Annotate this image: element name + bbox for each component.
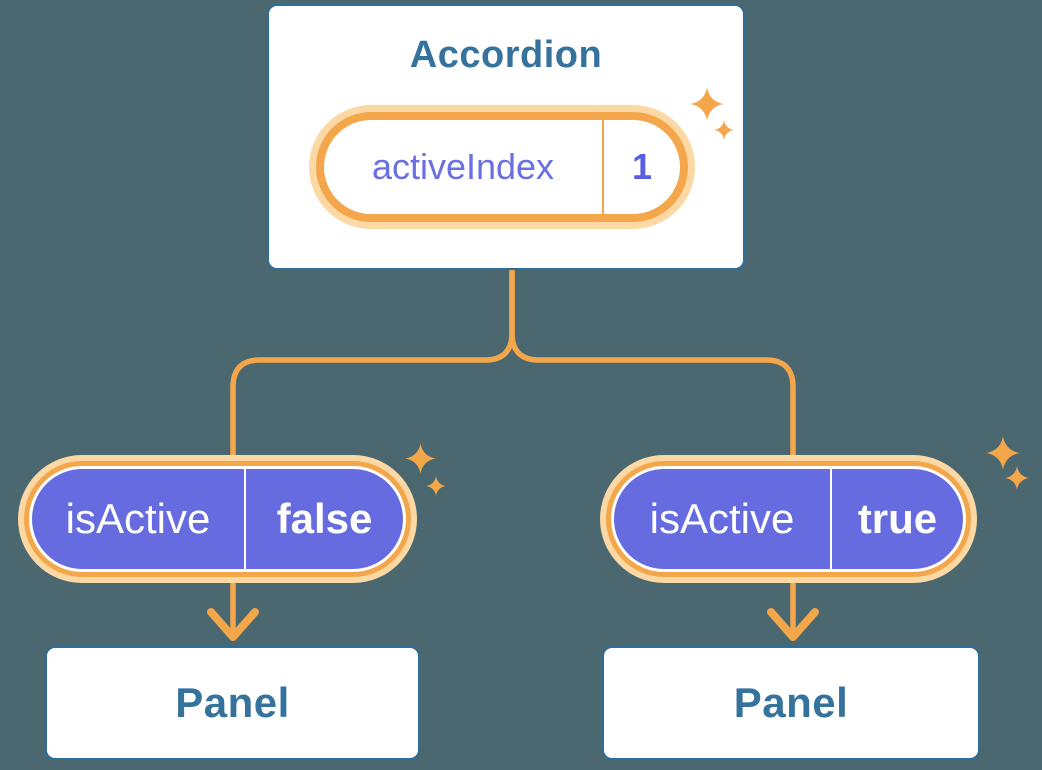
panel-title: Panel <box>733 679 849 726</box>
state-pill-label: activeIndex <box>371 146 555 187</box>
accordion-title: Accordion <box>409 34 603 76</box>
state-pill-divider <box>602 120 604 214</box>
prop-pill-body: isActive false <box>29 466 406 572</box>
panel-component-card-left: Panel <box>45 646 420 760</box>
state-pill-value: 1 <box>631 146 653 187</box>
state-pill-body: activeIndex 1 <box>316 112 688 222</box>
accordion-component-card: Accordion activeIndex 1 <box>267 4 745 270</box>
sparkle-icon <box>714 120 734 140</box>
panel-title: Panel <box>175 679 290 726</box>
prop-pill-label: isActive <box>649 495 795 542</box>
prop-pill-isactive-left: isActive false <box>18 455 417 583</box>
panel-component-card-right: Panel <box>602 646 980 760</box>
branch-line-right <box>509 266 796 632</box>
prop-pill-label: isActive <box>65 495 211 542</box>
prop-pill-ring: isActive false <box>24 461 411 577</box>
prop-pill-ring: isActive true <box>606 461 971 577</box>
arrowhead-icon-right <box>767 608 819 641</box>
arrowhead-icon-left <box>207 608 259 641</box>
sparkle-icon <box>426 476 446 496</box>
sparkle-icon <box>405 443 436 474</box>
sparkle-icon <box>986 436 1020 470</box>
prop-pill-divider <box>830 469 832 569</box>
sparkle-icon <box>1005 466 1029 490</box>
prop-pill-body: isActive true <box>611 466 966 572</box>
sparkle-icon <box>690 87 724 121</box>
prop-pill-divider <box>244 469 246 569</box>
prop-pill-value: false <box>276 495 373 542</box>
prop-pill-value: true <box>857 495 938 542</box>
state-pill-activeindex: activeIndex 1 <box>309 105 695 229</box>
prop-pill-isactive-right: isActive true <box>600 455 977 583</box>
